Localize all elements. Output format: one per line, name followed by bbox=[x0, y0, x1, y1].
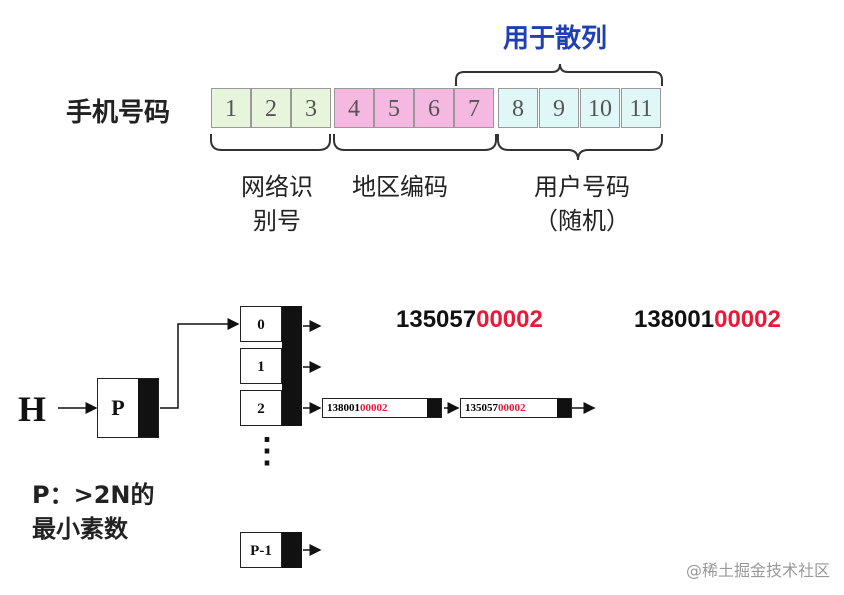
example-number: 13505700002 bbox=[396, 306, 543, 333]
watermark: @稀土掘金技术社区 bbox=[685, 561, 830, 580]
example-number: 13800100002 bbox=[634, 306, 781, 333]
network-bracket bbox=[210, 134, 331, 151]
hash-input: H bbox=[18, 389, 47, 429]
segment-region-label: 地区编码 bbox=[352, 173, 448, 201]
slot-pointer-column bbox=[282, 306, 302, 426]
slot-last: P-1 bbox=[240, 532, 282, 568]
slot-last-pointer bbox=[282, 532, 302, 568]
digit-cell: 10 bbox=[580, 88, 620, 128]
hash-label: 用于散列 bbox=[503, 24, 608, 54]
chain-node: 13800100002 bbox=[322, 398, 442, 418]
digit-cell: 2 bbox=[251, 88, 291, 128]
digit-cell: 5 bbox=[374, 88, 414, 128]
digit-cell: 7 bbox=[454, 88, 494, 128]
segment-user-label: 用户号码 （随机） bbox=[534, 173, 630, 235]
digit-cell: 9 bbox=[539, 88, 579, 128]
slot-2: 2 bbox=[240, 390, 282, 426]
slot-0: 0 bbox=[240, 306, 282, 342]
digit-cell: 11 bbox=[621, 88, 661, 128]
phone-label: 手机号码 bbox=[66, 98, 171, 128]
slot-ellipsis: ⋮ bbox=[250, 431, 284, 471]
chain-node-pointer bbox=[557, 399, 571, 417]
digit-cell: 1 bbox=[211, 88, 251, 128]
hash-function-box: P bbox=[97, 378, 159, 438]
hash-function-label: P bbox=[111, 395, 125, 420]
hash-brace bbox=[455, 63, 663, 86]
chain-node: 13505700002 bbox=[460, 398, 572, 418]
region-bracket bbox=[333, 134, 497, 151]
slot-1: 1 bbox=[240, 348, 282, 384]
digit-cell: 4 bbox=[334, 88, 374, 128]
chain-node-pointer bbox=[427, 399, 441, 417]
hash-function-pointer bbox=[138, 379, 158, 437]
segment-network-label: 网络识 别号 bbox=[241, 173, 313, 235]
user-bracket bbox=[497, 134, 663, 161]
digit-cell: 6 bbox=[414, 88, 454, 128]
digit-cell: 3 bbox=[291, 88, 331, 128]
prime-note: P：>2N的 最小素数 bbox=[32, 481, 155, 543]
digit-cell: 8 bbox=[498, 88, 538, 128]
